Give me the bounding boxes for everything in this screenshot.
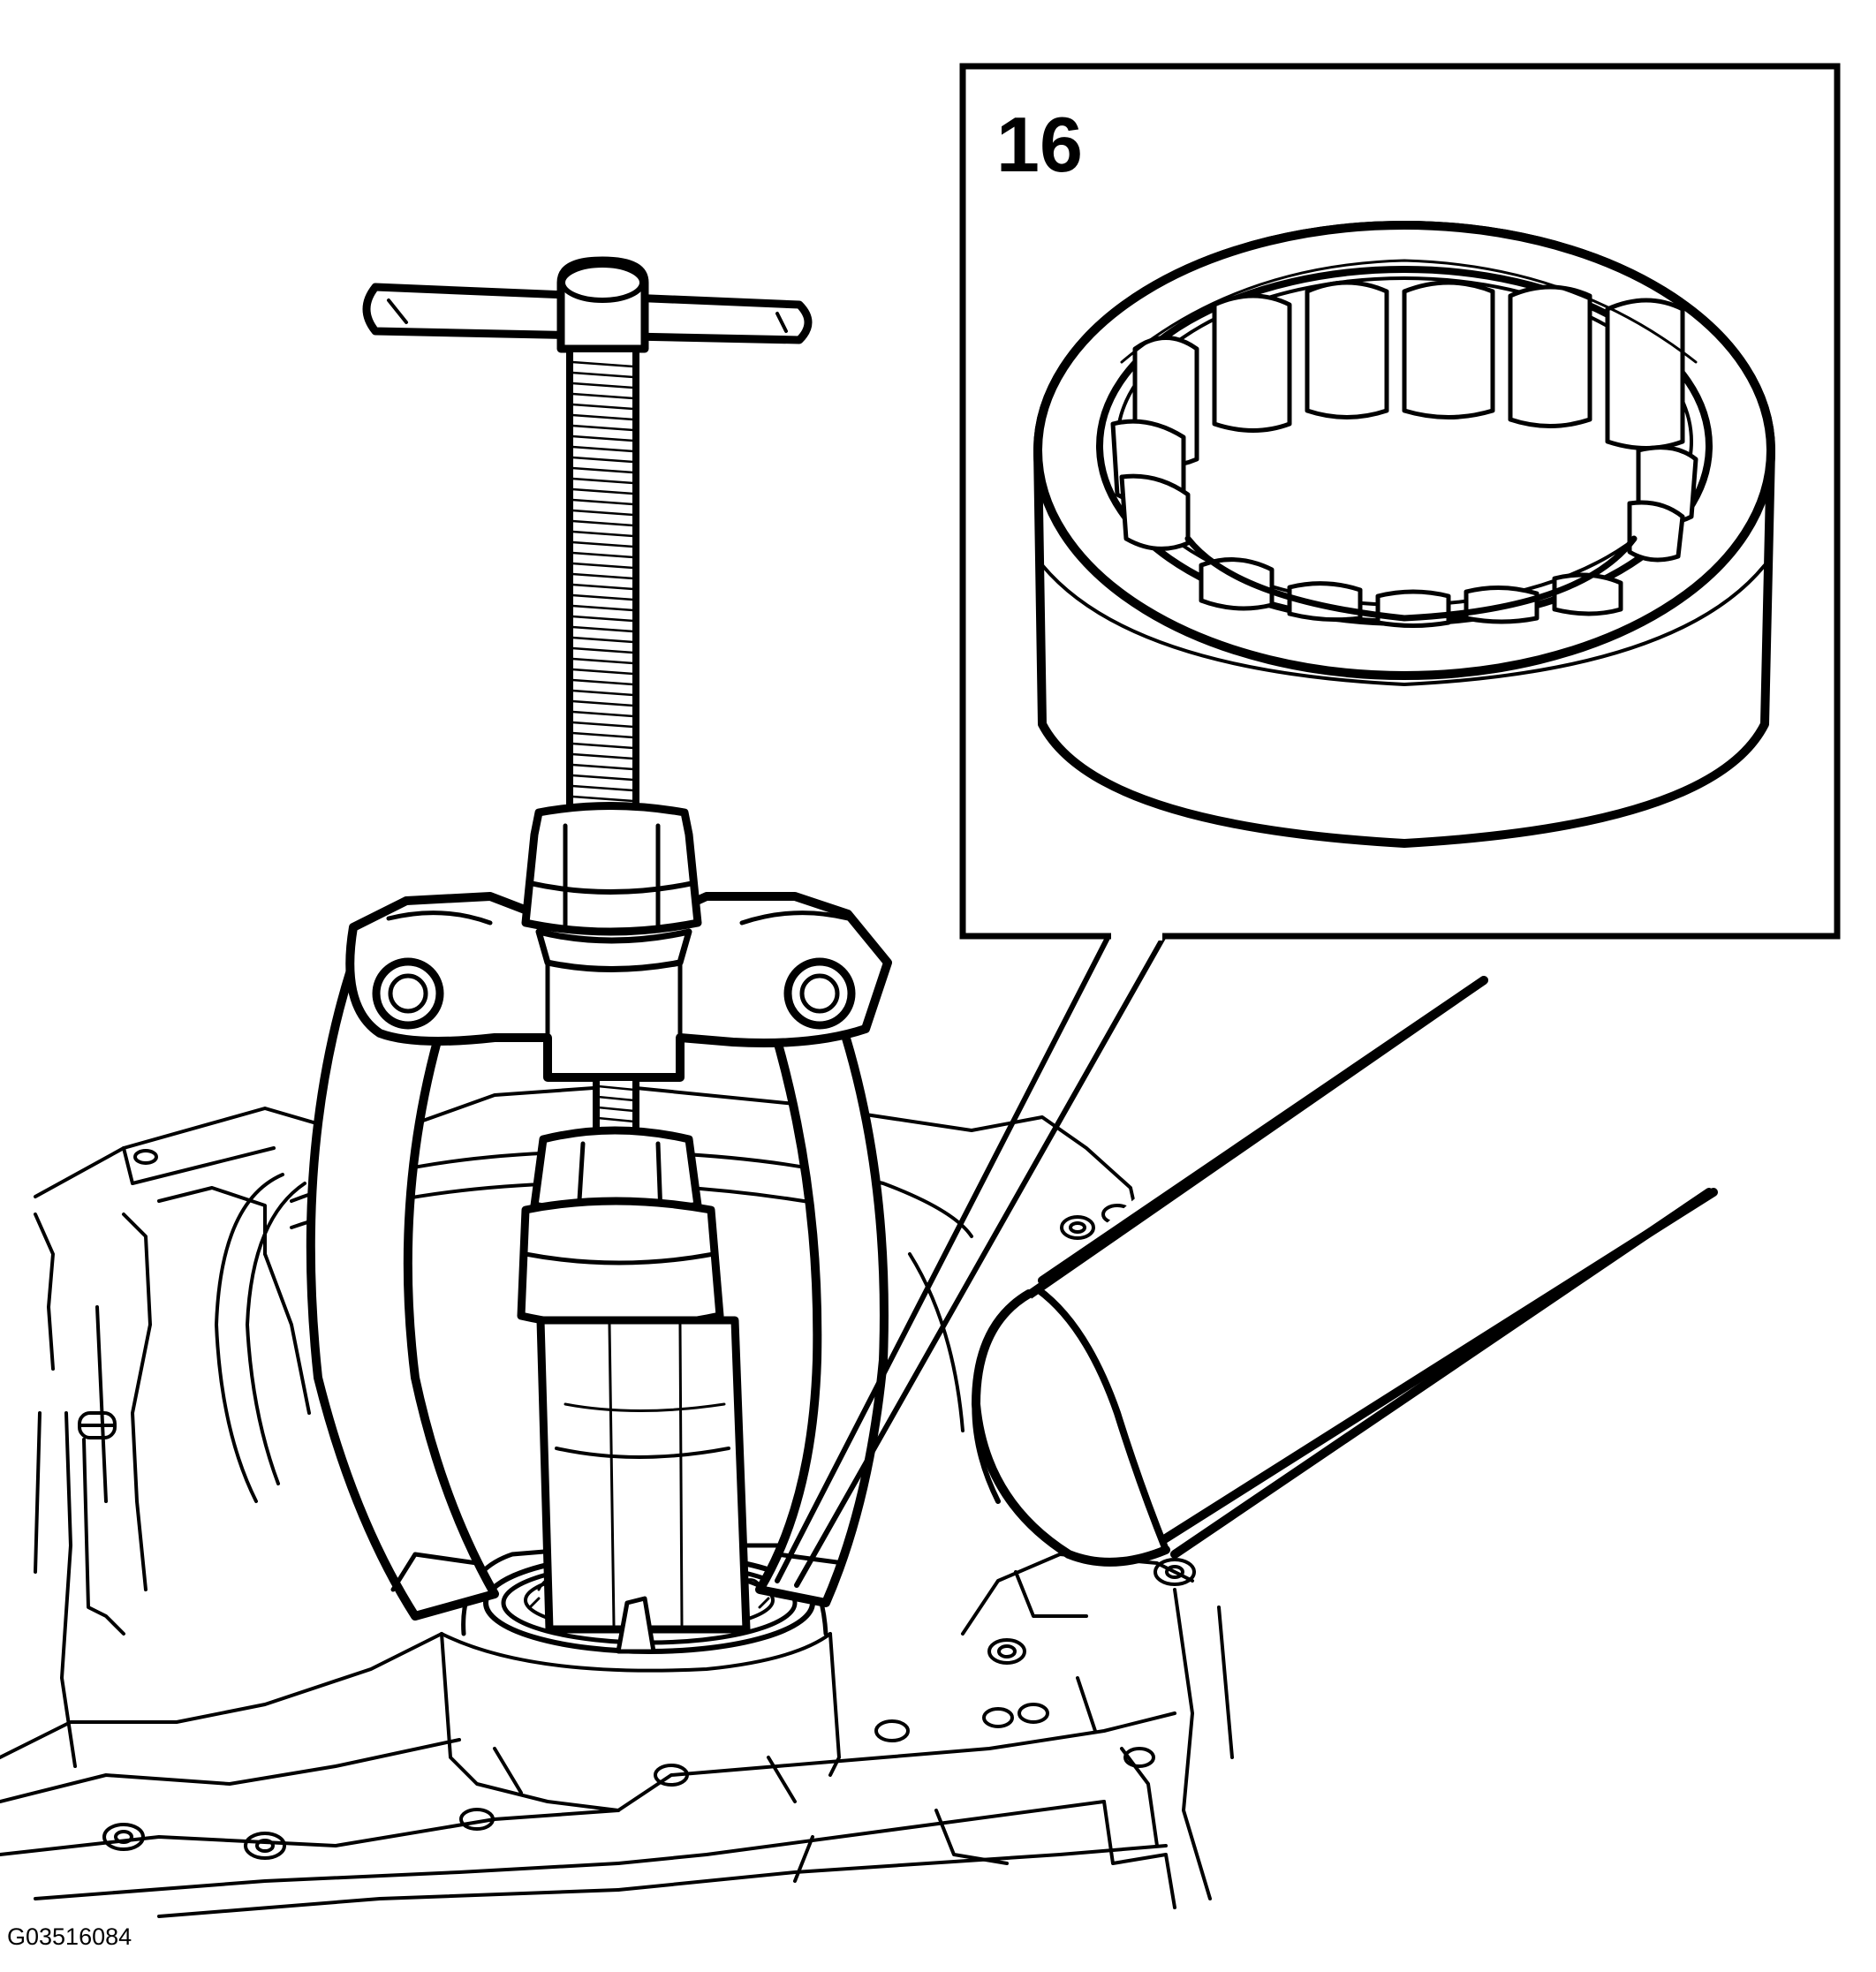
- figure-id: G03516084: [7, 1923, 132, 1950]
- puller-icon: [306, 256, 892, 1654]
- callout-pointer: [775, 933, 1167, 1588]
- transmission-housing-icon: [0, 1084, 1234, 1918]
- roller-bearing-icon: [1033, 221, 1775, 848]
- callout-number: 16: [996, 101, 1083, 188]
